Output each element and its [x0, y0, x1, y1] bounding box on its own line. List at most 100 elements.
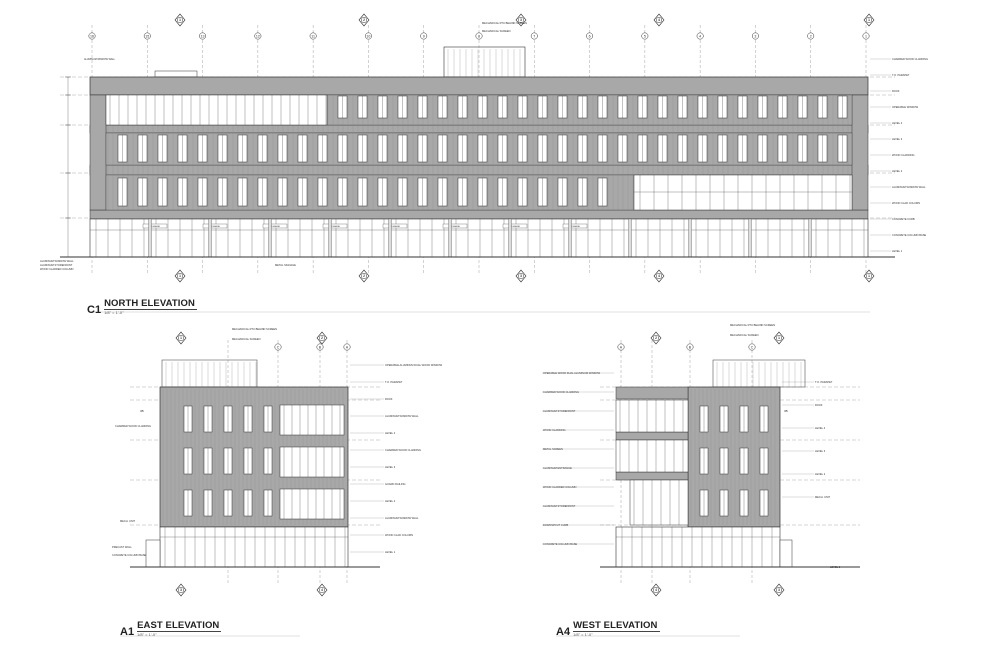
north-note-topleft: ALUMINUM WINDOW WALL: [84, 58, 116, 61]
north-grid-9-bubble: [586, 32, 594, 40]
north-section-top-0-circle: [176, 16, 184, 24]
east-recess-l3: [279, 446, 345, 478]
west-grid-0-label: A: [620, 345, 623, 349]
north-section-top-1-circle: [360, 16, 368, 24]
west-section-bot-0-circle: [652, 586, 660, 594]
west-parapet-band: [615, 386, 689, 400]
north-column: [328, 218, 332, 258]
west-grid-0-bubble: [617, 343, 625, 351]
north-section-bot-4-circle: [865, 272, 873, 280]
north-column: [688, 218, 692, 258]
north-signage-panel: [562, 223, 588, 229]
north-note-right-3: OPERABLE WINDOW: [892, 105, 919, 109]
north-grid-0-bubble: [88, 32, 96, 40]
north-signage-text: SIGNAGE: [330, 225, 341, 228]
north-grid-2-label: 13: [201, 34, 205, 38]
west-note-right-4: LEVEL 2: [815, 472, 826, 476]
west-mark-3b: 3B: [784, 409, 788, 413]
north-note-right-0: CHARRED WOOD CLADDING: [892, 57, 928, 61]
west-section-bot-1-label: 3: [778, 588, 780, 592]
north-section-top-3-label: 4: [658, 18, 660, 22]
west-note-right-2: LEVEL 4: [815, 426, 826, 430]
east-grid-3-label: A: [346, 345, 349, 349]
north-grid-1-bubble: [143, 32, 151, 40]
north-signage-panel: [382, 223, 408, 229]
east-grid-1-label: C: [277, 345, 280, 349]
north-grid-11-label: 4: [699, 34, 701, 38]
north-section-bot-3-label: 4: [658, 274, 660, 278]
north-grid-1-label: 15: [145, 34, 149, 38]
east-note-right-4: LEVEL 4: [385, 431, 396, 435]
west-grid-2-bubble: [686, 343, 694, 351]
east-recess-l4: [279, 404, 345, 436]
east-note-right-5: CHARRED WOOD CLADDING: [385, 448, 421, 452]
north-grid-3-label: 12: [256, 34, 260, 38]
north-signage-text: SIGNAGE: [450, 225, 461, 228]
west-section-bot-1-circle: [775, 586, 783, 594]
west-glazing-l3: [615, 439, 689, 473]
north-section-bot-3-circle: [655, 272, 663, 280]
north-section-top-3-circle: [655, 16, 663, 24]
north-column: [568, 218, 572, 258]
north-note-right-8: ALUMINUM WINDOW WALL: [892, 185, 926, 189]
west-elevation-code: A4: [556, 626, 571, 638]
east-note-right-8: LEVEL 2: [385, 499, 396, 503]
east-elevation-scale: 1/8" = 1'-0": [137, 632, 157, 637]
north-corner-glazing: [633, 174, 853, 211]
north-column: [628, 218, 632, 258]
north-column: [388, 218, 392, 258]
east-note-left-top-0: CHARRED WOOD CLADDING: [115, 424, 151, 428]
east-note-right-7: GUARD RAILING: [385, 482, 405, 486]
west-section-top-1-label: 1: [778, 336, 780, 340]
east-note-top-1: MECHANICAL SCREEN: [232, 337, 261, 341]
east-note-base: CONCRETE COLUMN BASE: [112, 553, 146, 557]
north-grid-12-bubble: [751, 32, 759, 40]
east-section-bot-1-label: 4: [321, 588, 323, 592]
east-note-right-11: LEVEL 1: [385, 550, 396, 554]
west-storefront: [615, 526, 781, 568]
north-floor-band-1: [89, 209, 869, 220]
east-mechanical-screen: [161, 359, 258, 388]
north-note-top-0: MECHANICAL RTU BEHIND SCREEN: [482, 21, 527, 25]
north-column: [808, 218, 812, 258]
north-parapet-band: [89, 76, 869, 96]
north-note-right-7: LEVEL 2: [892, 169, 903, 173]
west-floor-band-3: [615, 431, 689, 441]
north-signage-panel: [142, 223, 168, 229]
north-section-bot-0-circle: [176, 272, 184, 280]
north-grid-7-label: 8: [478, 34, 480, 38]
north-grid-4-bubble: [309, 32, 317, 40]
east-grid-1-bubble: [274, 343, 282, 351]
north-elevation-name: NORTH ELEVATION: [104, 298, 197, 310]
north-note-right-11: CONCRETE COLUMN BASE: [892, 233, 926, 237]
north-section-bot-0-label: 1: [179, 274, 181, 278]
north-section-bot-4-label: 1: [868, 274, 870, 278]
north-signage-text: SIGNAGE: [570, 225, 581, 228]
north-note-left-1: ALUMINUM STOREFRONT: [40, 263, 73, 267]
north-section-top-1-label: 2: [363, 18, 365, 22]
north-column: [208, 218, 212, 258]
north-grid-7-bubble: [475, 32, 483, 40]
west-floor-band-2: [615, 471, 689, 481]
north-section-top-2-label: 3: [520, 18, 522, 22]
east-section-top-0-label: 1: [180, 336, 182, 340]
north-grid-6-label: 9: [423, 34, 425, 38]
east-note-right-1: T.O. PARAPET: [385, 380, 403, 384]
north-grid-11-bubble: [696, 32, 704, 40]
north-grid-5-bubble: [364, 32, 372, 40]
north-note-right-10: CONCRETE CURB: [892, 217, 915, 221]
north-note-right-12: LEVEL 1: [892, 249, 903, 253]
east-note-top-0: MECHANICAL RTU BEHIND SCREEN: [232, 327, 277, 331]
north-signage-panel: [502, 223, 528, 229]
west-note-level1: LEVEL 1: [830, 565, 841, 569]
north-section-bot-1-circle: [360, 272, 368, 280]
north-section-bot-2-circle: [517, 272, 525, 280]
north-signage-text: SIGNAGE: [150, 225, 161, 228]
west-note-right-5: MECH. UNIT: [815, 495, 831, 499]
east-grid-2-bubble: [316, 343, 324, 351]
west-elevation-title: A4 WEST ELEVATION 1/8" = 1'-0": [556, 621, 660, 638]
north-pier-left: [89, 94, 107, 211]
north-grid-10-label: 5: [644, 34, 646, 38]
north-note-right-9: WOOD CLAD COLUMN: [892, 201, 920, 205]
